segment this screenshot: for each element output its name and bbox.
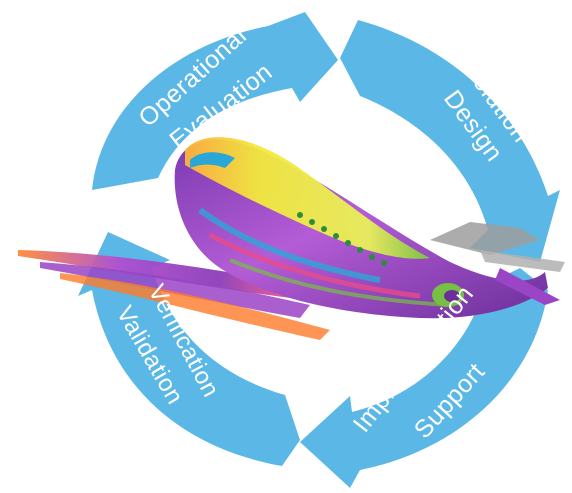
arrow-operational-evaluation <box>92 12 338 190</box>
arrow-solution-design <box>340 20 560 262</box>
arrow-implementation-support <box>300 268 548 488</box>
airplane-illustration <box>18 137 565 340</box>
